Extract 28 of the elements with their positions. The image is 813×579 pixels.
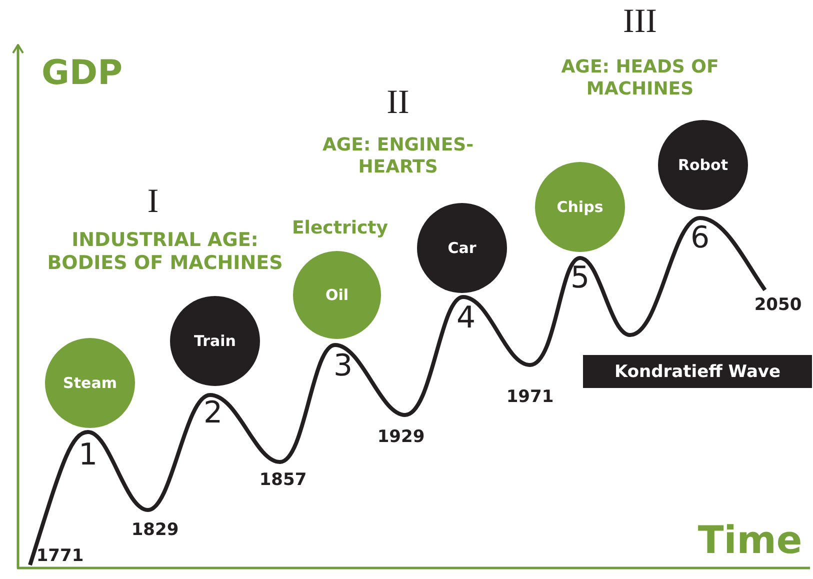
wave-number: 4	[456, 300, 476, 336]
circle-node: Train	[170, 296, 260, 386]
roman-numeral: III	[623, 3, 657, 41]
age-heading: INDUSTRIAL AGE: BODIES OF MACHINES	[46, 229, 284, 275]
age-heading: AGE: ENGINES-HEARTS	[321, 134, 475, 178]
circle-node: Car	[417, 203, 507, 293]
title-band: Kondratieff Wave	[583, 355, 812, 388]
axis-title: GDP	[41, 53, 123, 93]
roman-numeral: II	[386, 84, 410, 122]
wave-number: 2	[203, 396, 223, 430]
year-label: 1929	[377, 427, 425, 447]
circle-node: Robot	[658, 120, 748, 210]
wave-number: 5	[570, 260, 590, 296]
year-label: 1829	[131, 520, 179, 540]
year-label: 2050	[754, 295, 802, 315]
year-label: 1857	[259, 470, 307, 490]
age-heading: AGE: HEADS OF MACHINES	[560, 56, 720, 100]
age-heading: Electricty	[292, 218, 388, 238]
axis-title: Time	[698, 518, 802, 562]
roman-numeral: I	[147, 183, 159, 221]
circle-node: Steam	[45, 338, 135, 428]
wave-number: 3	[333, 348, 353, 384]
year-label: 1771	[36, 546, 84, 566]
wave-number: 6	[690, 220, 710, 256]
year-label: 1971	[506, 387, 554, 407]
wave-number: 1	[78, 438, 98, 472]
circle-node: Chips	[535, 162, 625, 252]
circle-node: Oil	[293, 251, 381, 339]
